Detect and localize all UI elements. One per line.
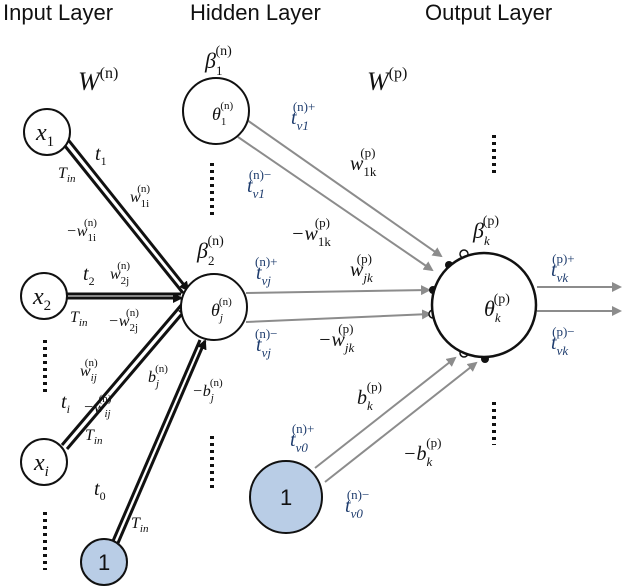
label-bj: bj(n) — [148, 363, 168, 390]
hidden-node-2-beta: β2(n) — [196, 234, 224, 268]
weight-matrix-p: W(p) — [367, 65, 407, 96]
label-neg-wjk: −wjk(p) — [318, 321, 354, 355]
label-w1i: w1i(n) — [130, 183, 150, 210]
input-node-x2-label: x2 — [32, 284, 51, 314]
output-connections — [237, 119, 622, 483]
hidden-node-2-theta: θj(n) — [211, 296, 232, 324]
label-t-v0-neg: tν0(n)− — [345, 487, 369, 521]
label-neg-bk: −bk(p) — [403, 435, 441, 469]
output-layer-title: Output Layer — [425, 0, 552, 25]
output-node-beta: βk(p) — [472, 214, 499, 248]
hidden-node-1-theta: θ1(n) — [212, 100, 234, 128]
label-Tin-0: Tin — [131, 515, 149, 535]
input-node-xi-label: xi — [33, 450, 49, 480]
label-bk: bk(p) — [357, 379, 382, 413]
label-t-v0-pos: tν0(n)+ — [290, 421, 314, 455]
label-t-vj-pos: tνj(n)+ — [255, 254, 278, 288]
output-node-theta: θk(p) — [484, 292, 510, 325]
label-ti: ti — [61, 391, 70, 416]
input-node-x2 — [20, 272, 68, 320]
label-neg-wij: −wij(n) — [83, 393, 112, 420]
weight-matrix-n: W(n) — [78, 65, 118, 96]
input-connections — [59, 136, 207, 544]
hidden-node-1-divider — [182, 77, 217, 145]
label-Tin-i: Tin — [85, 427, 103, 447]
hidden-node-2-divider — [180, 273, 215, 341]
label-t-vj-neg: tνj(n)− — [255, 326, 278, 360]
label-Tin-1: Tin — [58, 165, 76, 185]
hidden-node-1-beta: β1(n) — [204, 44, 232, 78]
label-wjk: wjk(p) — [350, 251, 373, 285]
output-node-divider — [431, 252, 485, 358]
label-w2j: w2j(n) — [110, 260, 130, 287]
label-neg-w1k: −w1k(p) — [291, 215, 331, 249]
label-w1k: w1k(p) — [350, 145, 377, 179]
input-node-x1-label: x1 — [35, 120, 54, 150]
label-t0: t0 — [94, 478, 106, 503]
hidden-layer-title: Hidden Layer — [190, 0, 321, 25]
label-t-v1-pos: tν1(n)+ — [291, 99, 315, 133]
label-neg-w2j: −w2j(n) — [108, 307, 139, 334]
label-t-vk-pos: tνk(p)+ — [551, 251, 575, 285]
label-t-vk-neg: tνk(p)− — [551, 324, 575, 358]
label-neg-bj: −bj(n) — [192, 377, 223, 404]
label-t1: t1 — [95, 143, 107, 168]
input-bias-node — [80, 538, 128, 586]
hidden-bias-label: 1 — [280, 485, 292, 510]
label-t2: t2 — [83, 263, 95, 288]
label-wij: wij(n) — [80, 357, 98, 384]
label-Tin-2: Tin — [70, 309, 88, 329]
label-t-v1-neg: tν1(n)− — [247, 167, 271, 201]
label-neg-w1i: −w1i(n) — [66, 217, 97, 244]
input-bias-label: 1 — [98, 550, 110, 575]
input-node-x1 — [23, 108, 71, 156]
input-layer-title: Input Layer — [3, 0, 113, 25]
input-node-xi — [20, 438, 68, 486]
hidden-bias-node — [249, 460, 323, 534]
